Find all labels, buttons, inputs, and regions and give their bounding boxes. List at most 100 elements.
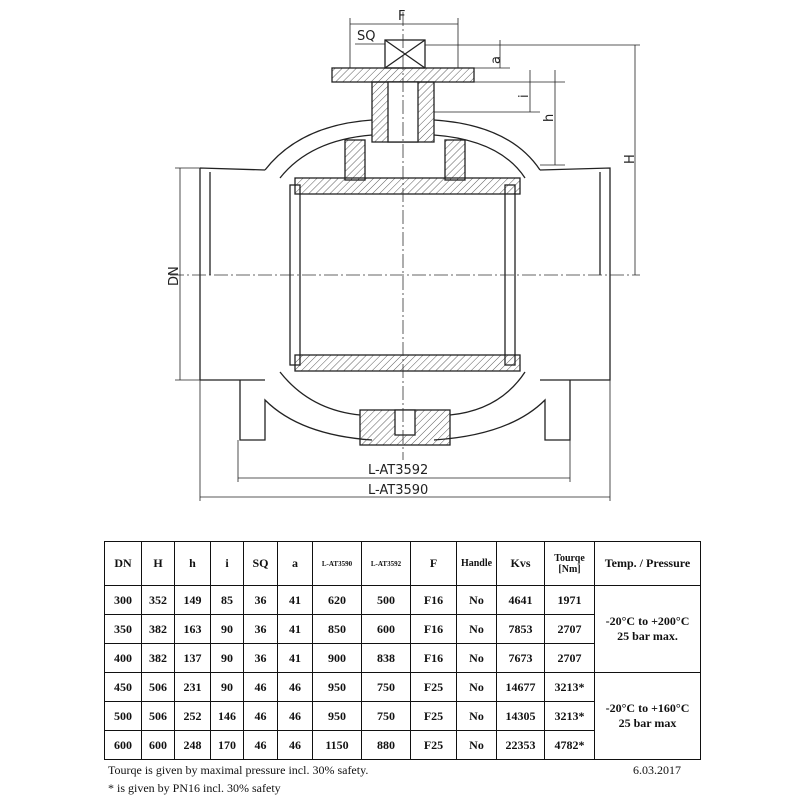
table-cell: 3213*	[544, 672, 595, 702]
table-cell: No	[456, 701, 497, 731]
table-cell: 382	[141, 643, 175, 673]
dim-label-a: a	[489, 56, 504, 64]
asterisk-note: * is given by PN16 incl. 30% safety	[108, 781, 281, 795]
table-cell: 500	[104, 701, 142, 731]
table-cell: 600	[361, 614, 411, 644]
valve-technical-drawing: F SQ a i h H DN L-AT3592 L-AT3590	[167, 9, 640, 501]
table-cell: 36	[243, 643, 278, 673]
table-cell: 163	[174, 614, 211, 644]
table-cell: 46	[243, 730, 278, 760]
table-cell: 41	[277, 643, 313, 673]
table-cell: 506	[141, 701, 175, 731]
table-cell: 149	[174, 585, 211, 615]
centerlines	[170, 12, 640, 460]
table-cell: 7673	[496, 643, 545, 673]
pressure-max: 25 bar max	[618, 716, 677, 730]
table-cell: 2707	[544, 643, 595, 673]
table-cell: 22353	[496, 730, 545, 760]
table-cell: 620	[312, 585, 362, 615]
table-cell: 600	[141, 730, 175, 760]
table-cell: F25	[410, 672, 457, 702]
table-cell: 352	[141, 585, 175, 615]
col-header: L-AT3590	[312, 541, 362, 586]
table-header-row: DN H h i SQ a L-AT3590 L-AT3592 F Handle…	[104, 541, 701, 586]
table-cell: 46	[243, 672, 278, 702]
table-cell: 750	[361, 672, 411, 702]
table-cell: 252	[174, 701, 211, 731]
table-cell: 950	[312, 672, 362, 702]
table-cell: 4641	[496, 585, 545, 615]
temp-range: -20°C to +200°C	[605, 614, 690, 628]
table-cell: 400	[104, 643, 142, 673]
table-cell: 90	[210, 643, 244, 673]
table-cell: 1971	[544, 585, 595, 615]
table-cell: 36	[243, 614, 278, 644]
table-cell: No	[456, 672, 497, 702]
table-cell: 500	[361, 585, 411, 615]
col-header: h	[174, 541, 211, 586]
table-cell: 506	[141, 672, 175, 702]
col-header: L-AT3592	[361, 541, 411, 586]
col-header: F	[410, 541, 457, 586]
table-cell: 41	[277, 585, 313, 615]
table-cell: F16	[410, 585, 457, 615]
table-cell: 248	[174, 730, 211, 760]
col-header: H	[141, 541, 175, 586]
col-header: Tourqe [Nm]	[544, 541, 595, 586]
col-header: SQ	[243, 541, 278, 586]
table-cell: 14305	[496, 701, 545, 731]
table-cell: 14677	[496, 672, 545, 702]
valve-dimension-table: DN H h i SQ a L-AT3590 L-AT3592 F Handle…	[104, 541, 701, 760]
table-cell: 46	[277, 672, 313, 702]
table-cell: F16	[410, 614, 457, 644]
col-header: Kvs	[496, 541, 545, 586]
table-cell: No	[456, 614, 497, 644]
col-header: i	[210, 541, 244, 586]
table-cell: 1150	[312, 730, 362, 760]
dim-label-DN: DN	[167, 266, 182, 286]
table-cell: No	[456, 730, 497, 760]
table-cell: F25	[410, 730, 457, 760]
dimension-lines	[175, 18, 640, 501]
table-cell: 950	[312, 701, 362, 731]
valve-body	[199, 39, 611, 446]
col-header: a	[277, 541, 313, 586]
dim-label-h: h	[542, 114, 557, 122]
table-cell: 46	[243, 701, 278, 731]
table-cell: 7853	[496, 614, 545, 644]
table-cell: 146	[210, 701, 244, 731]
dim-label-SQ: SQ	[357, 29, 375, 44]
table-cell: 880	[361, 730, 411, 760]
table-cell: 600	[104, 730, 142, 760]
table-cell: 3213*	[544, 701, 595, 731]
table-cell: 46	[277, 701, 313, 731]
table-cell: 90	[210, 672, 244, 702]
dim-label-F: F	[398, 9, 405, 24]
table-cell: 350	[104, 614, 142, 644]
table-cell: 4782*	[544, 730, 595, 760]
document-date: 6.03.2017	[633, 763, 681, 777]
table-cell: 750	[361, 701, 411, 731]
col-header: Handle	[456, 541, 497, 586]
table-cell: 900	[312, 643, 362, 673]
dim-label-i: i	[517, 94, 532, 98]
table-cell: F25	[410, 701, 457, 731]
col-header: Temp. / Pressure	[594, 541, 701, 586]
temp-range: -20°C to +160°C	[605, 701, 690, 715]
dim-label-H: H	[623, 154, 638, 164]
table-cell: 85	[210, 585, 244, 615]
pressure-max: 25 bar max.	[617, 629, 678, 643]
table-cell: 137	[174, 643, 211, 673]
table-cell: 382	[141, 614, 175, 644]
table-cell: No	[456, 643, 497, 673]
table-cell: 90	[210, 614, 244, 644]
table-cell: 2707	[544, 614, 595, 644]
col-header: DN	[104, 541, 142, 586]
dim-label-L-AT3590: L-AT3590	[368, 483, 428, 498]
